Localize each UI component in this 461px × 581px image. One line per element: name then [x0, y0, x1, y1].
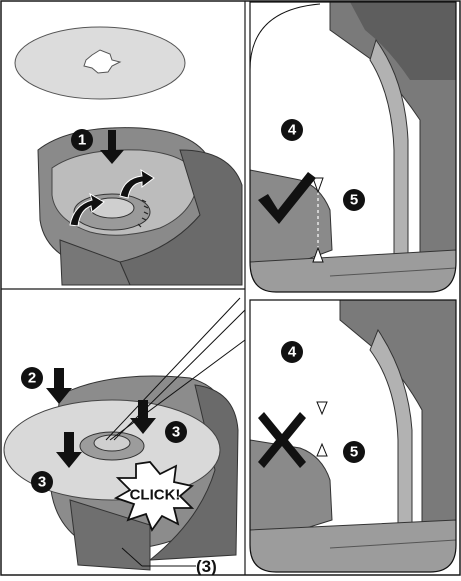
detail-correct-content: [250, 2, 456, 294]
detail-correct-panel: 4 5: [250, 2, 456, 294]
part-4-number-top: 4: [288, 122, 297, 139]
part-4-number-bottom: 4: [288, 344, 297, 361]
step-1-number: 1: [78, 132, 86, 149]
reference-label-3: (3): [196, 557, 217, 576]
part-5-number-top: 5: [350, 192, 358, 209]
step-2-number: 2: [28, 370, 36, 387]
step-3-number-right: 3: [172, 424, 180, 441]
spindle-bottom: [94, 435, 130, 451]
detail-incorrect-panel: 4 5: [250, 300, 456, 572]
click-callout: CLICK!: [130, 487, 181, 504]
part-5-number-bottom: 5: [350, 444, 358, 461]
step-3-number-left: 3: [38, 474, 46, 491]
